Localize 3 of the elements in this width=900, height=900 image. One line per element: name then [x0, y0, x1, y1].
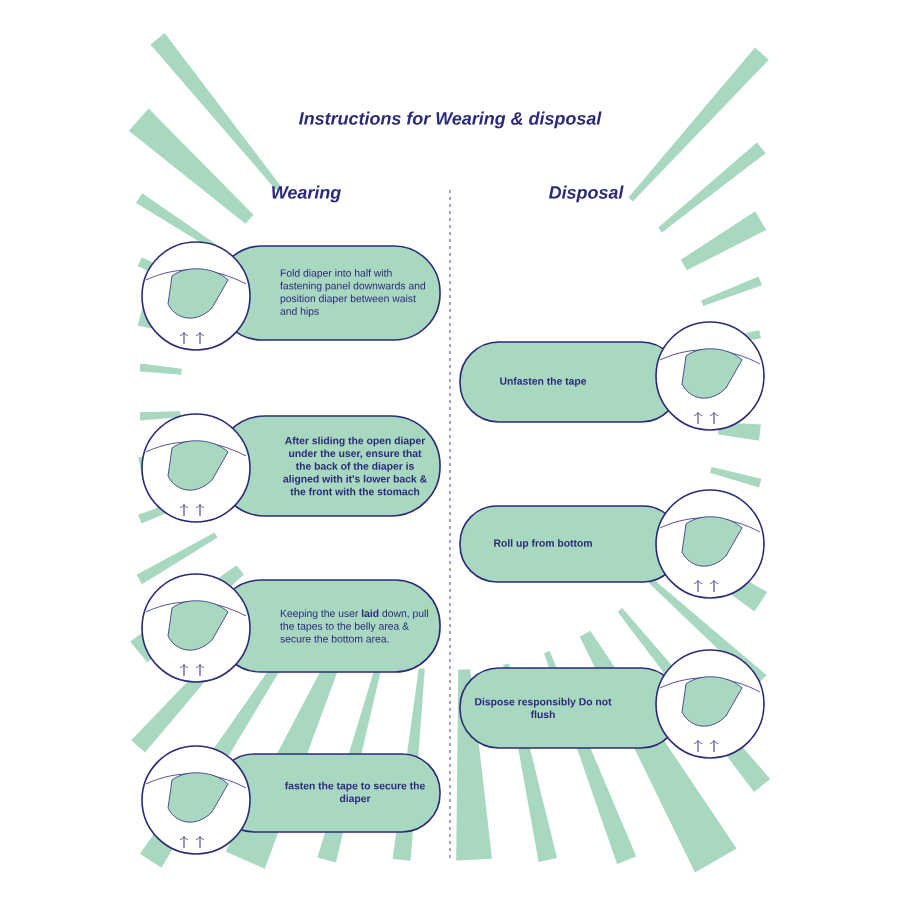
section-heading: Disposal: [548, 185, 624, 203]
title: Instructions for Wearing & disposal: [299, 111, 602, 129]
section-heading: Wearing: [272, 185, 341, 203]
